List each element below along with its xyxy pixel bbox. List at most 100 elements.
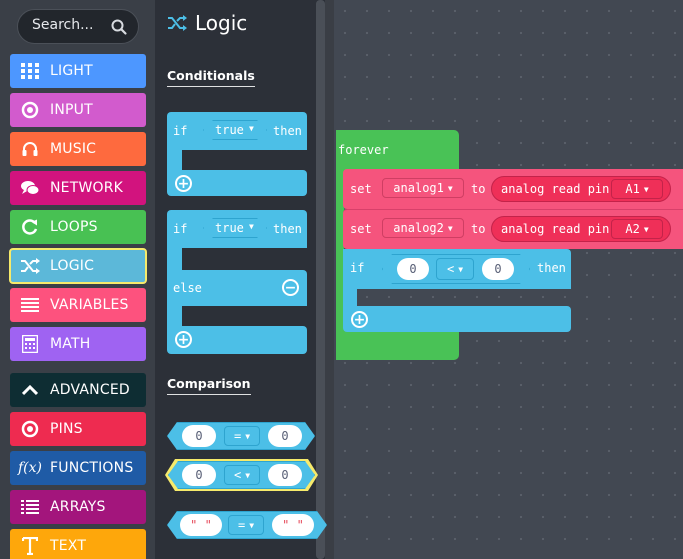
category-loops[interactable]: LOOPS	[10, 210, 146, 244]
category-label: LOGIC	[50, 258, 95, 274]
variable-dropdown[interactable]: analog1▼	[382, 178, 464, 198]
chevron-down-icon: ▼	[447, 223, 453, 233]
operator-dropdown[interactable]: =▼	[224, 426, 260, 446]
variable-name: analog2	[393, 221, 444, 235]
number-input[interactable]: 0	[268, 464, 302, 486]
variable-dropdown[interactable]: analog2▼	[382, 218, 464, 238]
add-icon[interactable]: +	[175, 175, 192, 192]
chevron-down-icon: ▼	[643, 184, 649, 194]
category-label: MUSIC	[50, 141, 97, 157]
section-comparison: Comparison	[167, 376, 251, 395]
category-label: PINS	[50, 421, 83, 437]
category-music[interactable]: MUSIC	[10, 132, 146, 166]
analog-read-block[interactable]: analog read pin A2▼	[491, 216, 671, 242]
if-keyword: if	[350, 261, 365, 275]
refresh-icon	[10, 218, 50, 236]
category-label: FUNCTIONS	[50, 460, 134, 476]
category-label: ARRAYS	[50, 499, 106, 515]
target-icon	[10, 420, 50, 438]
else-keyword: else	[173, 281, 202, 295]
category-logic[interactable]: LOGIC	[9, 248, 147, 284]
circle-icon	[10, 101, 50, 119]
chevron-down-icon: ▼	[249, 222, 254, 231]
category-sidebar: LIGHT INPUT MUSIC NETWORK LOOPS LOGIC	[0, 0, 155, 559]
chevron-up-icon	[10, 384, 50, 396]
headphones-icon	[10, 140, 50, 158]
operator-label: =	[237, 518, 246, 532]
section-conditionals: Conditionals	[167, 68, 255, 87]
operator-dropdown[interactable]: <▼	[436, 258, 474, 280]
search-box[interactable]	[17, 9, 139, 44]
category-label: LIGHT	[50, 63, 93, 79]
chevron-down-icon: ▼	[249, 520, 255, 530]
pin-dropdown[interactable]: A2▼	[611, 219, 663, 239]
category-light[interactable]: LIGHT	[10, 54, 146, 88]
function-icon: f(x)	[17, 460, 42, 476]
if-keyword: if	[173, 222, 188, 236]
list-icon	[10, 297, 50, 313]
flyout-title-text: Logic	[195, 11, 248, 35]
operator-label: <	[446, 262, 455, 276]
then-keyword: then	[273, 124, 302, 138]
category-text[interactable]: TEXT	[10, 529, 146, 559]
number-input[interactable]: 0	[182, 464, 216, 486]
add-icon[interactable]: +	[175, 331, 192, 348]
category-label: NETWORK	[50, 180, 124, 196]
set-keyword: set	[350, 222, 372, 236]
operator-label: <	[233, 468, 242, 482]
category-label: ADVANCED	[50, 382, 130, 398]
boolean-value: true	[215, 123, 244, 137]
calculator-icon	[10, 335, 50, 353]
category-label: VARIABLES	[50, 297, 129, 313]
category-label: INPUT	[50, 102, 93, 118]
boolean-slot[interactable]: true ▼	[203, 120, 267, 140]
analog-read-block[interactable]: analog read pin A1▼	[491, 176, 671, 202]
category-pins[interactable]: PINS	[10, 412, 146, 446]
category-label: TEXT	[50, 538, 87, 554]
operator-label: =	[233, 429, 242, 443]
number-input[interactable]: 0	[397, 258, 429, 280]
text-input[interactable]: " "	[180, 514, 222, 536]
list-numbered-icon	[10, 499, 50, 515]
operator-dropdown[interactable]: <▼	[224, 465, 260, 485]
then-keyword: then	[537, 261, 566, 275]
add-icon[interactable]: +	[351, 311, 368, 328]
shuffle-icon	[10, 258, 50, 274]
flyout-title: Logic	[167, 11, 247, 35]
chat-icon	[10, 180, 50, 196]
chevron-down-icon: ▼	[245, 431, 251, 441]
boolean-value: true	[215, 221, 244, 235]
category-advanced[interactable]: ADVANCED	[10, 373, 146, 407]
search-input[interactable]	[32, 17, 112, 33]
set-keyword: set	[350, 182, 372, 196]
number-input[interactable]: 0	[268, 425, 302, 447]
category-label: MATH	[50, 336, 91, 352]
to-keyword: to	[471, 222, 486, 236]
search-icon[interactable]	[110, 18, 128, 36]
operator-dropdown[interactable]: =▼	[228, 515, 264, 535]
category-label: LOOPS	[50, 219, 98, 235]
category-input[interactable]: INPUT	[10, 93, 146, 127]
number-input[interactable]: 0	[482, 258, 514, 280]
category-functions[interactable]: f(x) FUNCTIONS	[10, 451, 146, 485]
text-input[interactable]: " "	[272, 514, 314, 536]
then-keyword: then	[273, 222, 302, 236]
grid-icon	[10, 63, 50, 79]
pin-name: A1	[625, 182, 640, 196]
flyout-scrollbar[interactable]	[316, 0, 325, 559]
chevron-down-icon: ▼	[245, 470, 251, 480]
chevron-down-icon: ▼	[447, 183, 453, 193]
to-keyword: to	[471, 182, 486, 196]
category-arrays[interactable]: ARRAYS	[10, 490, 146, 524]
category-math[interactable]: MATH	[10, 327, 146, 361]
chevron-down-icon: ▼	[458, 264, 464, 274]
remove-icon[interactable]: −	[282, 279, 299, 296]
pin-dropdown[interactable]: A1▼	[611, 179, 663, 199]
boolean-slot[interactable]: true ▼	[203, 218, 267, 238]
number-input[interactable]: 0	[182, 425, 216, 447]
analog-read-label: analog read pin	[501, 222, 610, 236]
variable-name: analog1	[393, 181, 444, 195]
shuffle-icon	[168, 15, 187, 31]
category-network[interactable]: NETWORK	[10, 171, 146, 205]
category-variables[interactable]: VARIABLES	[10, 288, 146, 322]
